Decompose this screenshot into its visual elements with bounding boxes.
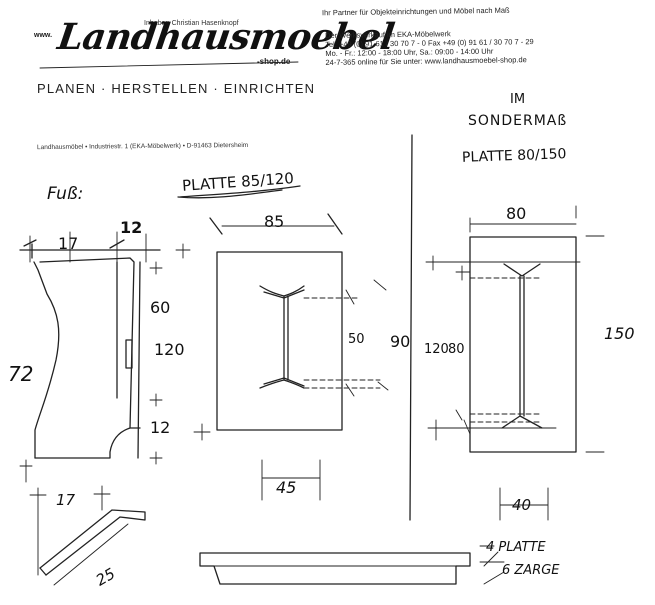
dim-12-top: 12 [120,218,143,237]
divider-line [409,134,413,521]
dim-12-lower: 12 [150,418,171,437]
dim-150: 150 [604,324,635,343]
bevel-detail [29,485,146,586]
note-fuss: Fuß: [47,184,84,204]
logo-domain: -shop.de [257,57,291,66]
dim-80: 80 [506,204,527,223]
tagline: PLANEN · HERSTELLEN · EINRICHTEN [37,81,316,96]
dim-60: 60 [150,298,171,317]
dim-85: 85 [264,212,285,231]
note-zarge-label: 6 ZARGE [502,563,560,578]
dim-120-left: 120 [154,340,185,359]
table-80-150 [425,205,605,521]
dim-17-top: 17 [58,234,79,253]
note-sondermass: SONDERMAß [468,113,568,129]
note-platte-label: 4 PLATTE [486,540,546,555]
dim-40: 40 [512,496,532,514]
dim-50: 50 [348,332,365,347]
dim-120-right: 120 [424,342,449,357]
note-im: IM [510,92,526,107]
logo-www: www. [34,32,53,39]
table-85-120 [175,185,389,501]
dim-45: 45 [276,478,297,497]
dim-72: 72 [8,362,34,386]
owner-line: Inhaber: Christian Hasenknopf [144,20,239,27]
plate-zarge-section [199,545,505,585]
foot-profile [19,231,163,483]
dim-17-lower: 17 [56,491,76,509]
dim-90: 90 [390,332,411,351]
dim-80-side: 80 [448,342,465,357]
